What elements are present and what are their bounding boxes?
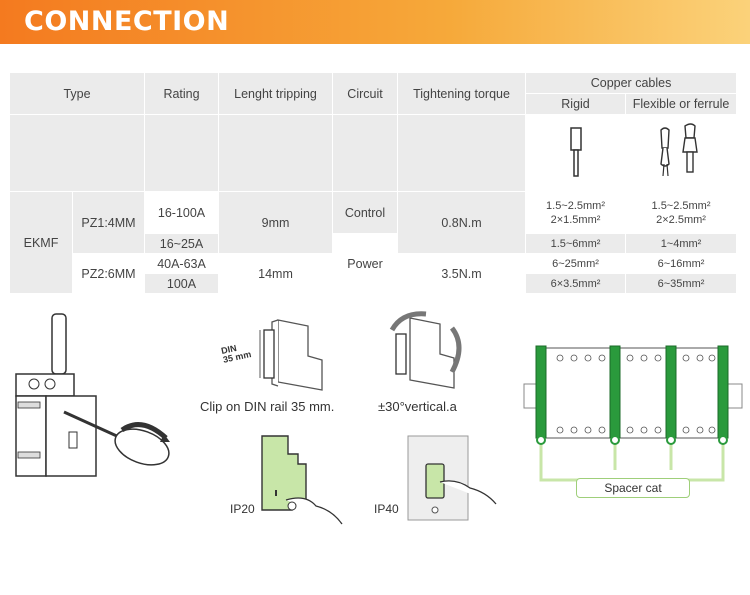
clip-caption: Clip on DIN rail 35 mm. [200, 399, 335, 414]
rigid-row3: 6~25mm² [525, 253, 627, 274]
spacer-label: Spacer cat [576, 478, 690, 498]
ip40-label: IP40 [374, 502, 399, 516]
header-copper: Copper cables [525, 72, 738, 94]
torque-08: 0.8N.m [397, 191, 527, 254]
model-cell: EKMF [9, 191, 73, 294]
rating-40-63: 40A-63A [144, 253, 220, 274]
rigid-cable-icon [525, 114, 627, 192]
screwdriver-illustration [15, 313, 170, 477]
header-rigid: Rigid [525, 93, 627, 115]
header-type: Type [8, 72, 146, 115]
flex-row3: 6~16mm² [625, 253, 738, 274]
header-flexible: Flexible or ferrule [625, 93, 738, 115]
rigid-row4: 6×3.5mm² [525, 273, 627, 294]
spec-table: Type Rating Lenght tripping Circuit Tigh… [8, 72, 738, 294]
header-rating: Rating [144, 72, 220, 115]
length-14mm: 14mm [218, 253, 334, 294]
rating-100: 100A [144, 273, 220, 294]
header-circuit: Circuit [332, 72, 399, 115]
header-torque: Tightening torque [397, 72, 527, 115]
ip40-illustration [407, 435, 497, 521]
rating-16-100: 16-100A [144, 191, 220, 234]
din-rail-clip-illustration [259, 319, 323, 391]
header-tripping: Lenght tripping [218, 72, 334, 115]
length-9mm: 9mm [218, 191, 334, 254]
vertical-tilt-illustration [389, 311, 462, 389]
flex-row4: 6~35mm² [625, 273, 738, 294]
rating-16-25: 16~25A [144, 233, 220, 254]
spacer-modules-illustration [523, 345, 743, 482]
header-banner: CONNECTION [0, 0, 750, 44]
rigid-row2: 1.5~6mm² [525, 233, 627, 254]
pz1-cell: PZ1:4MM [71, 191, 146, 254]
flexible-cable-icon [625, 114, 738, 192]
torque-35: 3.5N.m [397, 253, 527, 294]
vertical-caption: ±30°vertical.a [378, 399, 457, 414]
circuit-power: Power [332, 233, 399, 294]
ip20-label: IP20 [230, 502, 255, 516]
page-title: CONNECTION [24, 6, 230, 37]
flex-row2: 1~4mm² [625, 233, 738, 254]
pz2-cell: PZ2:6MM [71, 253, 146, 294]
ip20-illustration [261, 435, 343, 525]
circuit-control: Control [332, 191, 399, 234]
